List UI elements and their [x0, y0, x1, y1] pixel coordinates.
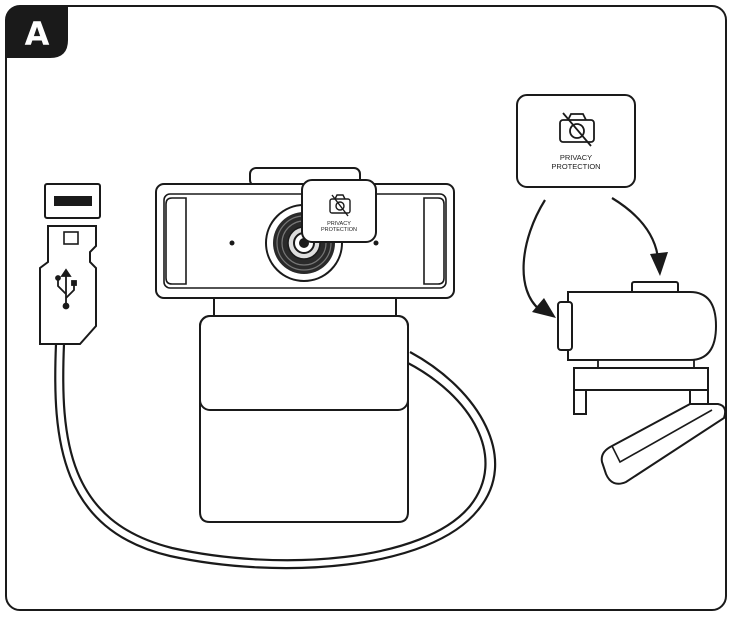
webcam-clip-upper [199, 315, 409, 411]
camera-slash-icon [559, 112, 595, 147]
webcam-front: PRIVACY PROTECTION [155, 167, 455, 523]
microphone-hole-left [229, 240, 235, 246]
microphone-hole-right [373, 240, 379, 246]
panel-letter: A [25, 15, 50, 53]
usb-icon [55, 268, 77, 310]
webcam-tag-label-line2: PROTECTION [321, 227, 357, 233]
webcam-tag-label-line1: PRIVACY [327, 221, 351, 227]
arrow-to-top [611, 197, 668, 276]
privacy-card-label-line2: PROTECTION [551, 162, 600, 171]
privacy-card: PRIVACY PROTECTION [516, 94, 636, 188]
webcam-privacy-tag: PRIVACY PROTECTION [301, 179, 377, 243]
webcam-clip-lower [199, 400, 409, 523]
camera-slash-icon [329, 194, 351, 217]
usb-connector [39, 183, 101, 345]
panel-badge: A [6, 6, 68, 58]
usb-cable [54, 343, 497, 570]
arrow-to-lens [522, 199, 556, 318]
privacy-card-label-line1: PRIVACY [560, 153, 592, 162]
webcam-side [557, 281, 727, 485]
